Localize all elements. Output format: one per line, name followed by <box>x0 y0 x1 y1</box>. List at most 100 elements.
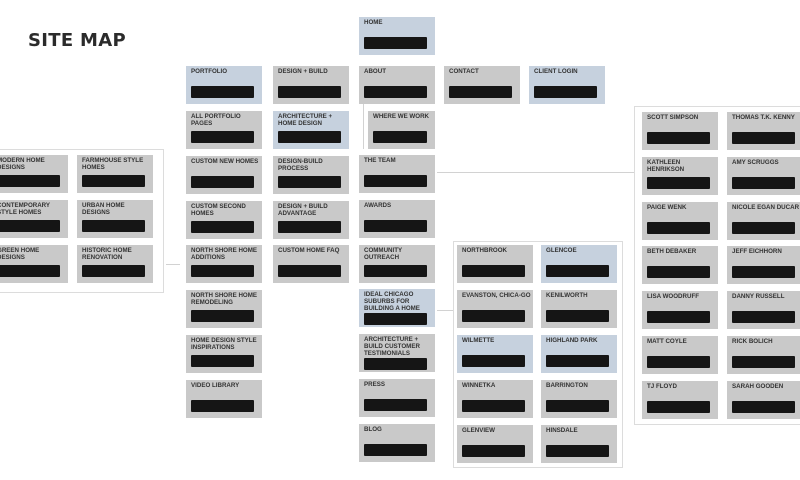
tile-label: ABOUT <box>364 68 386 75</box>
styles-tile[interactable]: FARMHOUSE STYLE HOMES <box>77 155 153 193</box>
design-children-tile[interactable]: ARCHITECTURE + HOME DESIGN <box>273 111 349 149</box>
tile-label: CLIENT LOGIN <box>534 68 578 75</box>
redacted-description <box>364 220 427 232</box>
redacted-description <box>462 310 525 322</box>
redacted-description <box>191 176 254 188</box>
design-children-tile[interactable]: DESIGN-BUILD PROCESS <box>273 156 349 194</box>
team-tile[interactable]: SARAH GOODEN <box>727 381 800 419</box>
nav-tile[interactable]: PORTFOLIO <box>186 66 262 104</box>
tile-label: DESIGN-BUILD PROCESS <box>278 158 323 172</box>
tile-label: LISA WOODRUFF <box>647 293 700 300</box>
home-tile[interactable]: HOME <box>359 17 435 55</box>
tile-label: TJ FLOYD <box>647 383 677 390</box>
tile-label: THOMAS T.K. KENNY <box>732 114 795 121</box>
suburbs-tile[interactable]: KENILWORTH <box>541 290 617 328</box>
team-tile[interactable]: BETH DEBAKER <box>642 246 718 284</box>
redacted-description <box>732 177 795 189</box>
redacted-description <box>364 86 427 98</box>
team-tile[interactable]: KATHLEEN HENRIKSON <box>642 157 718 195</box>
tile-label: BARRINGTON <box>546 382 588 389</box>
page-title: SITE MAP <box>28 30 126 51</box>
suburbs-tile[interactable]: HIGHLAND PARK <box>541 335 617 373</box>
portfolio-children-tile[interactable]: CUSTOM SECOND HOMES <box>186 201 262 239</box>
redacted-description <box>647 222 710 234</box>
redacted-description <box>462 355 525 367</box>
redacted-description <box>732 356 795 368</box>
about-children-tile[interactable]: ARCHITECTURE + BUILD CUSTOMER TESTIMONIA… <box>359 334 435 372</box>
suburbs-tile[interactable]: EVANSTON, CHICA-GO <box>457 290 533 328</box>
portfolio-children-tile[interactable]: VIDEO LIBRARY <box>186 380 262 418</box>
styles-tile[interactable]: HISTORIC HOME RENOVATION <box>77 245 153 283</box>
team-tile[interactable]: THOMAS T.K. KENNY <box>727 112 800 150</box>
styles-tile[interactable]: URBAN HOME DESIGNS <box>77 200 153 238</box>
about-children-tile[interactable]: PRESS <box>359 379 435 417</box>
tile-label: DESIGN + BUILD <box>278 68 328 75</box>
team-tile[interactable]: JEFF EICHHORN <box>727 246 800 284</box>
tile-label: GLENVIEW <box>462 427 496 434</box>
about-children-tile[interactable]: AWARDS <box>359 200 435 238</box>
design-children-tile[interactable]: DESIGN + BUILD ADVANTAGE <box>273 201 349 239</box>
tile-label: RICK BOLICH <box>732 338 773 345</box>
about-children-tile[interactable]: IDEAL CHICAGO SUBURBS FOR BUILDING A HOM… <box>359 289 435 327</box>
redacted-description <box>82 220 145 232</box>
suburbs-tile[interactable]: NORTHBROOK <box>457 245 533 283</box>
tile-label: WILMETTE <box>462 337 495 344</box>
redacted-description <box>364 399 427 411</box>
team-tile[interactable]: AMY SCRUGGS <box>727 157 800 195</box>
nav-tile[interactable]: ABOUT <box>359 66 435 104</box>
team-tile[interactable]: RICK BOLICH <box>727 336 800 374</box>
redacted-description <box>373 131 427 143</box>
tile-label: CONTEMPORARY STYLE HOMES <box>0 202 50 216</box>
nav-tile[interactable]: DESIGN + BUILD <box>273 66 349 104</box>
tile-label: WINNETKA <box>462 382 496 389</box>
team-tile[interactable]: NICOLE EGAN DUCAR <box>727 202 800 240</box>
redacted-description <box>647 401 710 413</box>
redacted-description <box>364 37 427 49</box>
redacted-description <box>449 86 512 98</box>
about-children-tile[interactable]: THE TEAM <box>359 155 435 193</box>
suburbs-tile[interactable]: GLENVIEW <box>457 425 533 463</box>
tile-label: KENILWORTH <box>546 292 588 299</box>
tile-label: SCOTT SIMPSON <box>647 114 699 121</box>
redacted-description <box>462 265 525 277</box>
suburbs-tile[interactable]: WINNETKA <box>457 380 533 418</box>
tile-label: PAIGE WENK <box>647 204 687 211</box>
tile-label: GLENCOE <box>546 247 577 254</box>
suburbs-tile[interactable]: WILMETTE <box>457 335 533 373</box>
tile-label: NORTH SHORE HOME REMODELING <box>191 292 258 306</box>
redacted-description <box>278 265 341 277</box>
styles-tile[interactable]: GREEN HOME DESIGNS <box>0 245 68 283</box>
about-children-tile[interactable]: WHERE WE WORK <box>368 111 435 149</box>
design-children-tile[interactable]: CUSTOM HOME FAQ <box>273 245 349 283</box>
tile-label: AWARDS <box>364 202 392 209</box>
about-children-tile[interactable]: BLOG <box>359 424 435 462</box>
tile-label: ALL PORTFOLIO PAGES <box>191 113 241 127</box>
connector-team <box>437 172 634 173</box>
about-children-tile[interactable]: COMMUNITY OUTREACH <box>359 245 435 283</box>
team-tile[interactable]: SCOTT SIMPSON <box>642 112 718 150</box>
portfolio-children-tile[interactable]: NORTH SHORE HOME ADDITIONS <box>186 245 262 283</box>
portfolio-children-tile[interactable]: ALL PORTFOLIO PAGES <box>186 111 262 149</box>
portfolio-children-tile[interactable]: NORTH SHORE HOME REMODELING <box>186 290 262 328</box>
tile-label: CUSTOM SECOND HOMES <box>191 203 246 217</box>
styles-tile[interactable]: MODERN HOME DESIGNS <box>0 155 68 193</box>
team-tile[interactable]: TJ FLOYD <box>642 381 718 419</box>
tile-label: MODERN HOME DESIGNS <box>0 157 45 171</box>
tile-label: WHERE WE WORK <box>373 113 430 120</box>
suburbs-tile[interactable]: HINSDALE <box>541 425 617 463</box>
styles-tile[interactable]: CONTEMPORARY STYLE HOMES <box>0 200 68 238</box>
portfolio-children-tile[interactable]: HOME DESIGN STYLE INSPIRATIONS <box>186 335 262 373</box>
team-tile[interactable]: MATT COYLE <box>642 336 718 374</box>
redacted-description <box>191 400 254 412</box>
team-tile[interactable]: LISA WOODRUFF <box>642 291 718 329</box>
suburbs-tile[interactable]: BARRINGTON <box>541 380 617 418</box>
redacted-description <box>647 132 710 144</box>
nav-tile[interactable]: CLIENT LOGIN <box>529 66 605 104</box>
nav-tile[interactable]: CONTACT <box>444 66 520 104</box>
tile-label: PORTFOLIO <box>191 68 228 75</box>
team-tile[interactable]: PAIGE WENK <box>642 202 718 240</box>
redacted-description <box>0 265 60 277</box>
portfolio-children-tile[interactable]: CUSTOM NEW HOMES <box>186 156 262 194</box>
suburbs-tile[interactable]: GLENCOE <box>541 245 617 283</box>
team-tile[interactable]: DANNY RUSSELL <box>727 291 800 329</box>
